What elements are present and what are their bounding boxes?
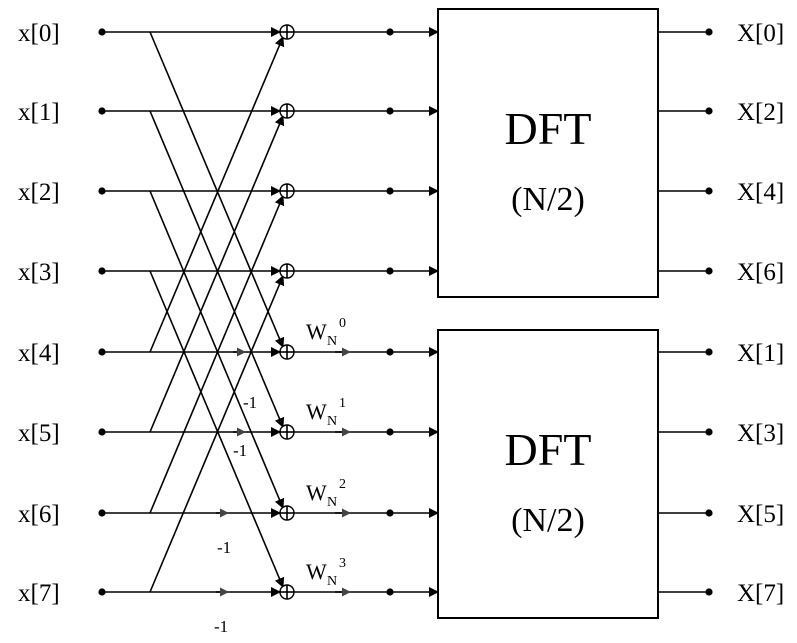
cross-line-down [149,110,285,428]
output-node [705,428,713,436]
negation-label: -1 [243,393,257,412]
output-node [705,107,713,115]
output-label: X[5] [737,501,784,528]
negation-label: -1 [217,538,231,557]
mid-node [386,348,394,356]
twiddle-sub: N [327,574,337,589]
butterfly-cross-lines [149,31,285,593]
twiddle-base: W [306,399,327,424]
summing-nodes [279,24,295,600]
twiddle-sub: N [327,495,337,510]
twiddle-sup: 3 [339,556,346,571]
output-label: X[7] [737,580,784,607]
mid-node [386,187,394,195]
mid-node [386,28,394,36]
twiddle-sub: N [327,334,337,349]
output-label: X[1] [737,340,784,367]
input-label: x[5] [18,420,60,447]
cross-line-down [149,31,285,348]
negation-label: -1 [233,441,247,460]
cross-line-down [149,270,285,588]
output-wires [658,28,713,596]
output-label: X[2] [737,99,784,126]
cross-line-up [149,195,285,514]
middle-wires [294,27,439,597]
cross-line-up [149,36,285,353]
dft-box-top [437,8,659,298]
input-label: x[7] [18,580,60,607]
output-node [705,348,713,356]
input-label: x[0] [18,20,60,47]
mid-node [386,428,394,436]
output-node [705,187,713,195]
labels: x[0] x[1] x[2] x[3] x[4] x[5] x[6] x[7] -1 -1 -1 -1… [18,20,784,636]
output-node [705,509,713,517]
cross-line-up [149,115,285,433]
mid-node [386,509,394,517]
twiddle-base: W [306,480,327,505]
dft-bottom-subtitle: (N/2) [511,502,585,539]
twiddle-base: W [306,559,327,584]
output-label: X[6] [737,259,784,286]
twiddle-sup: 1 [339,396,346,411]
mid-node [386,588,394,596]
dft-bottom-title: DFT [505,424,592,475]
output-node [705,588,713,596]
input-label: x[6] [18,501,60,528]
dft-box-bottom [437,329,659,619]
input-label: x[3] [18,259,60,286]
output-node [705,28,713,36]
input-label: x[1] [18,99,60,126]
negation-label: -1 [214,617,228,636]
output-label: X[3] [737,420,784,447]
input-wires [98,27,281,597]
output-label: X[0] [737,20,784,47]
output-label: X[4] [737,179,784,206]
cross-line-up [149,275,285,593]
twiddle-sup: 0 [339,316,346,331]
input-label: x[4] [18,340,60,367]
twiddle-sup: 2 [339,477,346,492]
cross-line-down [149,190,285,509]
mid-node [386,267,394,275]
dft-top-subtitle: (N/2) [511,181,585,218]
mid-node [386,107,394,115]
twiddle-base: W [306,319,327,344]
input-label: x[2] [18,179,60,206]
twiddle-sub: N [327,414,337,429]
dft-top-title: DFT [505,103,592,154]
output-node [705,267,713,275]
